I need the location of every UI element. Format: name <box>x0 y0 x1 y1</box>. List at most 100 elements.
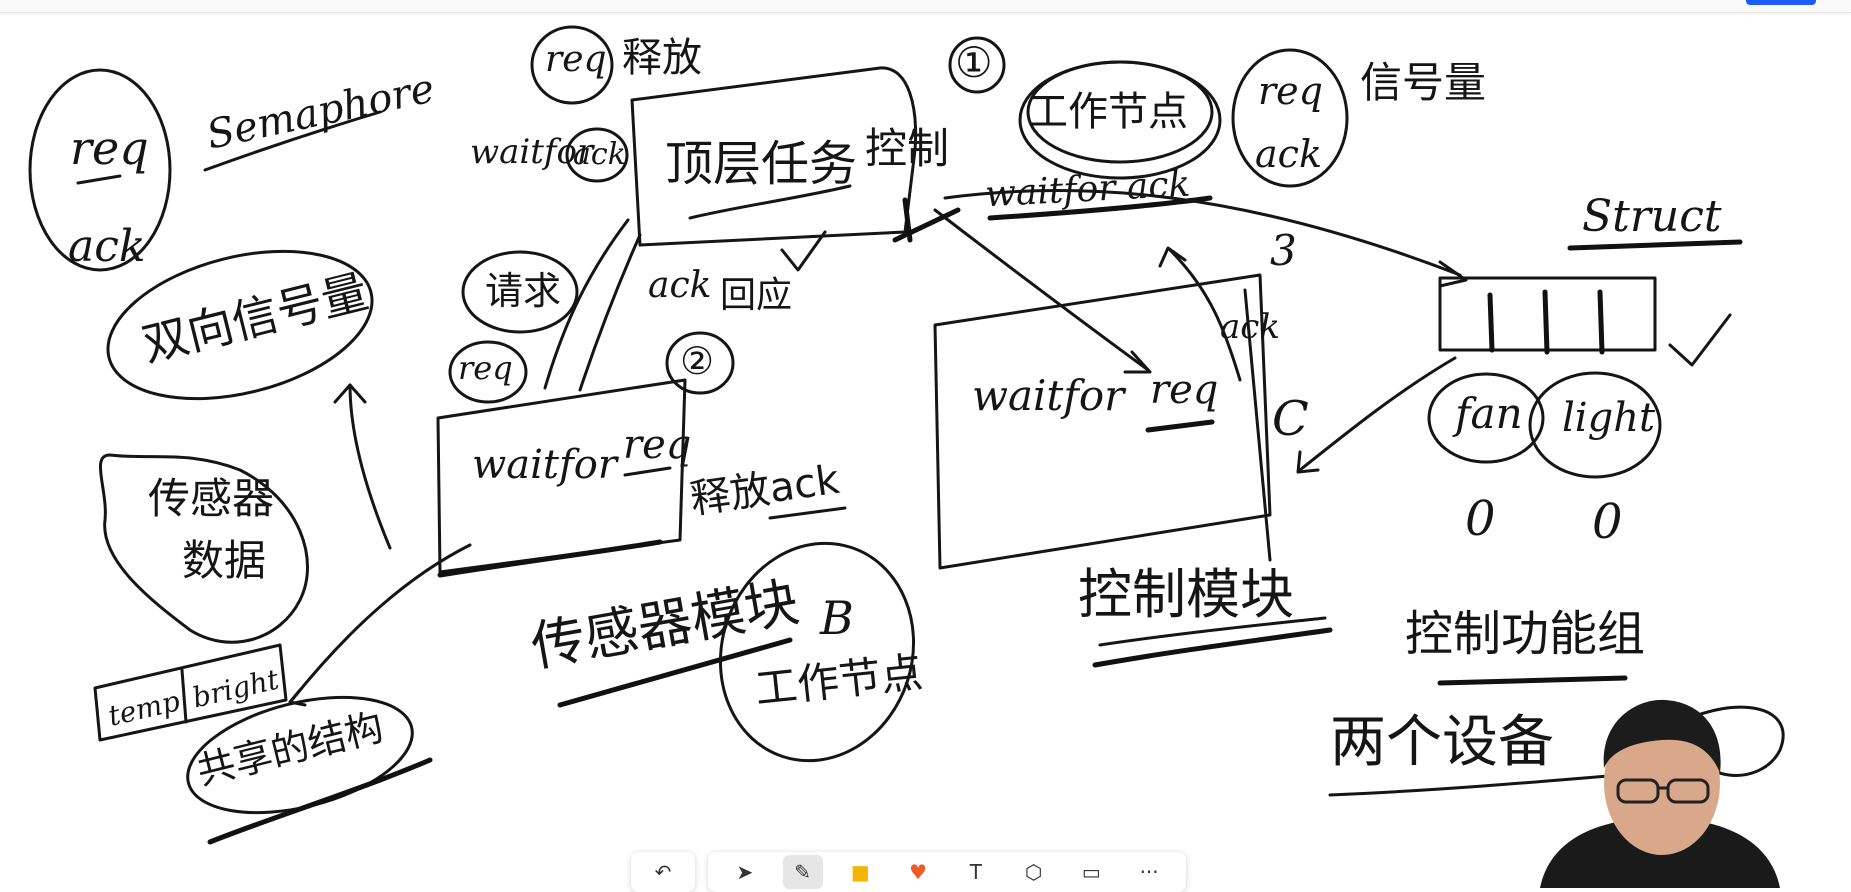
ack-text-tl: ack <box>68 221 146 272</box>
arrow-to-req-mid-head <box>1123 350 1152 374</box>
control-module-underline <box>1092 627 1333 668</box>
pen-icon: ✎ <box>794 860 811 884</box>
struct-text: Struct <box>1582 191 1722 242</box>
arrow-up <box>578 233 642 392</box>
drawing-toolbar: ➤ ✎ ■ ♥ T ⬡ ▭ ··· <box>708 852 1186 892</box>
request-circle <box>461 250 579 334</box>
control-module-text: 控制模块 <box>1078 563 1294 626</box>
control-right-line <box>1243 288 1272 562</box>
more-tool[interactable]: ··· <box>1129 855 1169 889</box>
shared-underline <box>207 757 433 845</box>
cursor-icon: ➤ <box>736 860 754 884</box>
req-circle-top <box>530 25 614 105</box>
struct-bar-3 <box>1597 289 1605 355</box>
up-arrow-head <box>333 383 367 404</box>
ack-small-text: ack <box>573 137 626 172</box>
waitfor-ack-text: waitfor <box>470 132 594 172</box>
arrow-down-left <box>543 218 630 390</box>
divider-stroke <box>76 174 122 185</box>
waitfor-req-text: waitfor <box>472 442 617 488</box>
select-tool[interactable]: ➤ <box>725 855 765 889</box>
sensor-text: 传感器 <box>148 474 275 523</box>
b-worker-ellipse <box>718 541 916 763</box>
req-ack-ellipse <box>28 68 172 272</box>
checkmark-2 <box>1668 313 1732 367</box>
pen-tool[interactable]: ✎ <box>782 855 823 889</box>
light-ellipse <box>1528 371 1662 479</box>
sensor-title-underline <box>557 637 793 708</box>
more-icon: ··· <box>1139 860 1159 884</box>
light-text: light <box>1562 395 1656 441</box>
frame-tool[interactable]: ▭ <box>1071 855 1111 889</box>
work-node-text: 工作节点 <box>1028 89 1188 135</box>
control-text: 控制 <box>865 124 950 173</box>
undo-icon[interactable]: ↶ <box>654 860 672 884</box>
circle-two-text: ② <box>680 339 715 383</box>
struct-bar-2 <box>1542 289 1550 355</box>
up-arrow <box>348 383 392 550</box>
sensor-data-blob <box>98 453 309 644</box>
sensor-module-underline <box>437 539 663 578</box>
share-button[interactable] <box>1746 0 1816 5</box>
zero-a-text: 0 <box>1465 491 1496 547</box>
arrow-to-c-head <box>1296 450 1320 474</box>
req-release-text: req <box>545 39 607 80</box>
req-mid-underline <box>1145 419 1215 433</box>
text-icon: T <box>969 860 982 884</box>
bidirectional-ellipse <box>106 249 374 401</box>
heart-stamp-tool[interactable]: ♥ <box>898 855 938 889</box>
release-ack-underline <box>768 506 847 520</box>
ack-small-circle <box>565 127 629 183</box>
sensor-to-temp-head <box>288 688 307 707</box>
fan-text: fan <box>1455 389 1523 438</box>
top-task-underline <box>688 184 852 220</box>
waitfor-req-underline <box>623 466 672 477</box>
undo-toolbar: ↶ <box>631 852 695 892</box>
control-module-underline-2 <box>1098 616 1327 647</box>
req-label2-text: req <box>1150 367 1219 413</box>
temp-bright-divider <box>180 668 188 724</box>
release-text: 释放 <box>622 35 702 81</box>
sticky-note-tool[interactable]: ■ <box>840 855 880 889</box>
control-group-underline <box>1437 675 1628 686</box>
text-tool[interactable]: T <box>956 855 996 889</box>
presenter-video <box>1540 699 1780 888</box>
heart-icon: ♥ <box>909 860 928 884</box>
circle-two <box>665 331 735 395</box>
shapes-icon: ⬡ <box>1024 860 1043 884</box>
arrow-to-struct <box>943 188 1462 277</box>
req-right-text: req <box>1258 69 1323 113</box>
semaphore-underline <box>203 110 382 172</box>
zero-b-text: 0 <box>1592 494 1623 550</box>
waitfor-req2-text: waitfor <box>972 371 1125 420</box>
req-small-circle <box>448 340 528 404</box>
arrow-to-req-mid <box>933 208 1150 372</box>
b-label-text: B <box>820 591 854 645</box>
signal-text: 信号量 <box>1360 58 1487 107</box>
circle-one-text: ① <box>955 38 993 87</box>
two-devices-text: 两个设备 <box>1330 710 1554 775</box>
data-text: 数据 <box>182 536 267 585</box>
struct-bar-1 <box>1487 292 1495 353</box>
circle-one <box>948 36 1006 94</box>
req-small-text: req <box>458 349 513 387</box>
fan-ellipse <box>1427 372 1545 464</box>
ack-mid-text: ack <box>1220 307 1280 347</box>
request-text: 请求 <box>485 269 562 313</box>
control-module-box <box>933 273 1272 570</box>
shapes-tool[interactable]: ⬡ <box>1014 855 1054 889</box>
up-curve-arrow-head <box>1158 246 1187 268</box>
ack-return-text: ack <box>648 265 712 306</box>
sensor-module-box <box>436 378 687 574</box>
struct-underline <box>1567 239 1743 251</box>
up-curve-arrow <box>1168 248 1242 382</box>
sticky-note-icon: ■ <box>850 860 870 884</box>
cross-mark <box>892 197 961 243</box>
arrow-to-c <box>1298 356 1457 472</box>
sensor-to-temp-arrow <box>290 543 472 702</box>
top-task-box <box>630 66 918 247</box>
c-label-text: C <box>1272 391 1309 447</box>
top-task-text: 顶层任务 <box>665 136 858 192</box>
work-node-ellipse-2 <box>1026 60 1214 164</box>
